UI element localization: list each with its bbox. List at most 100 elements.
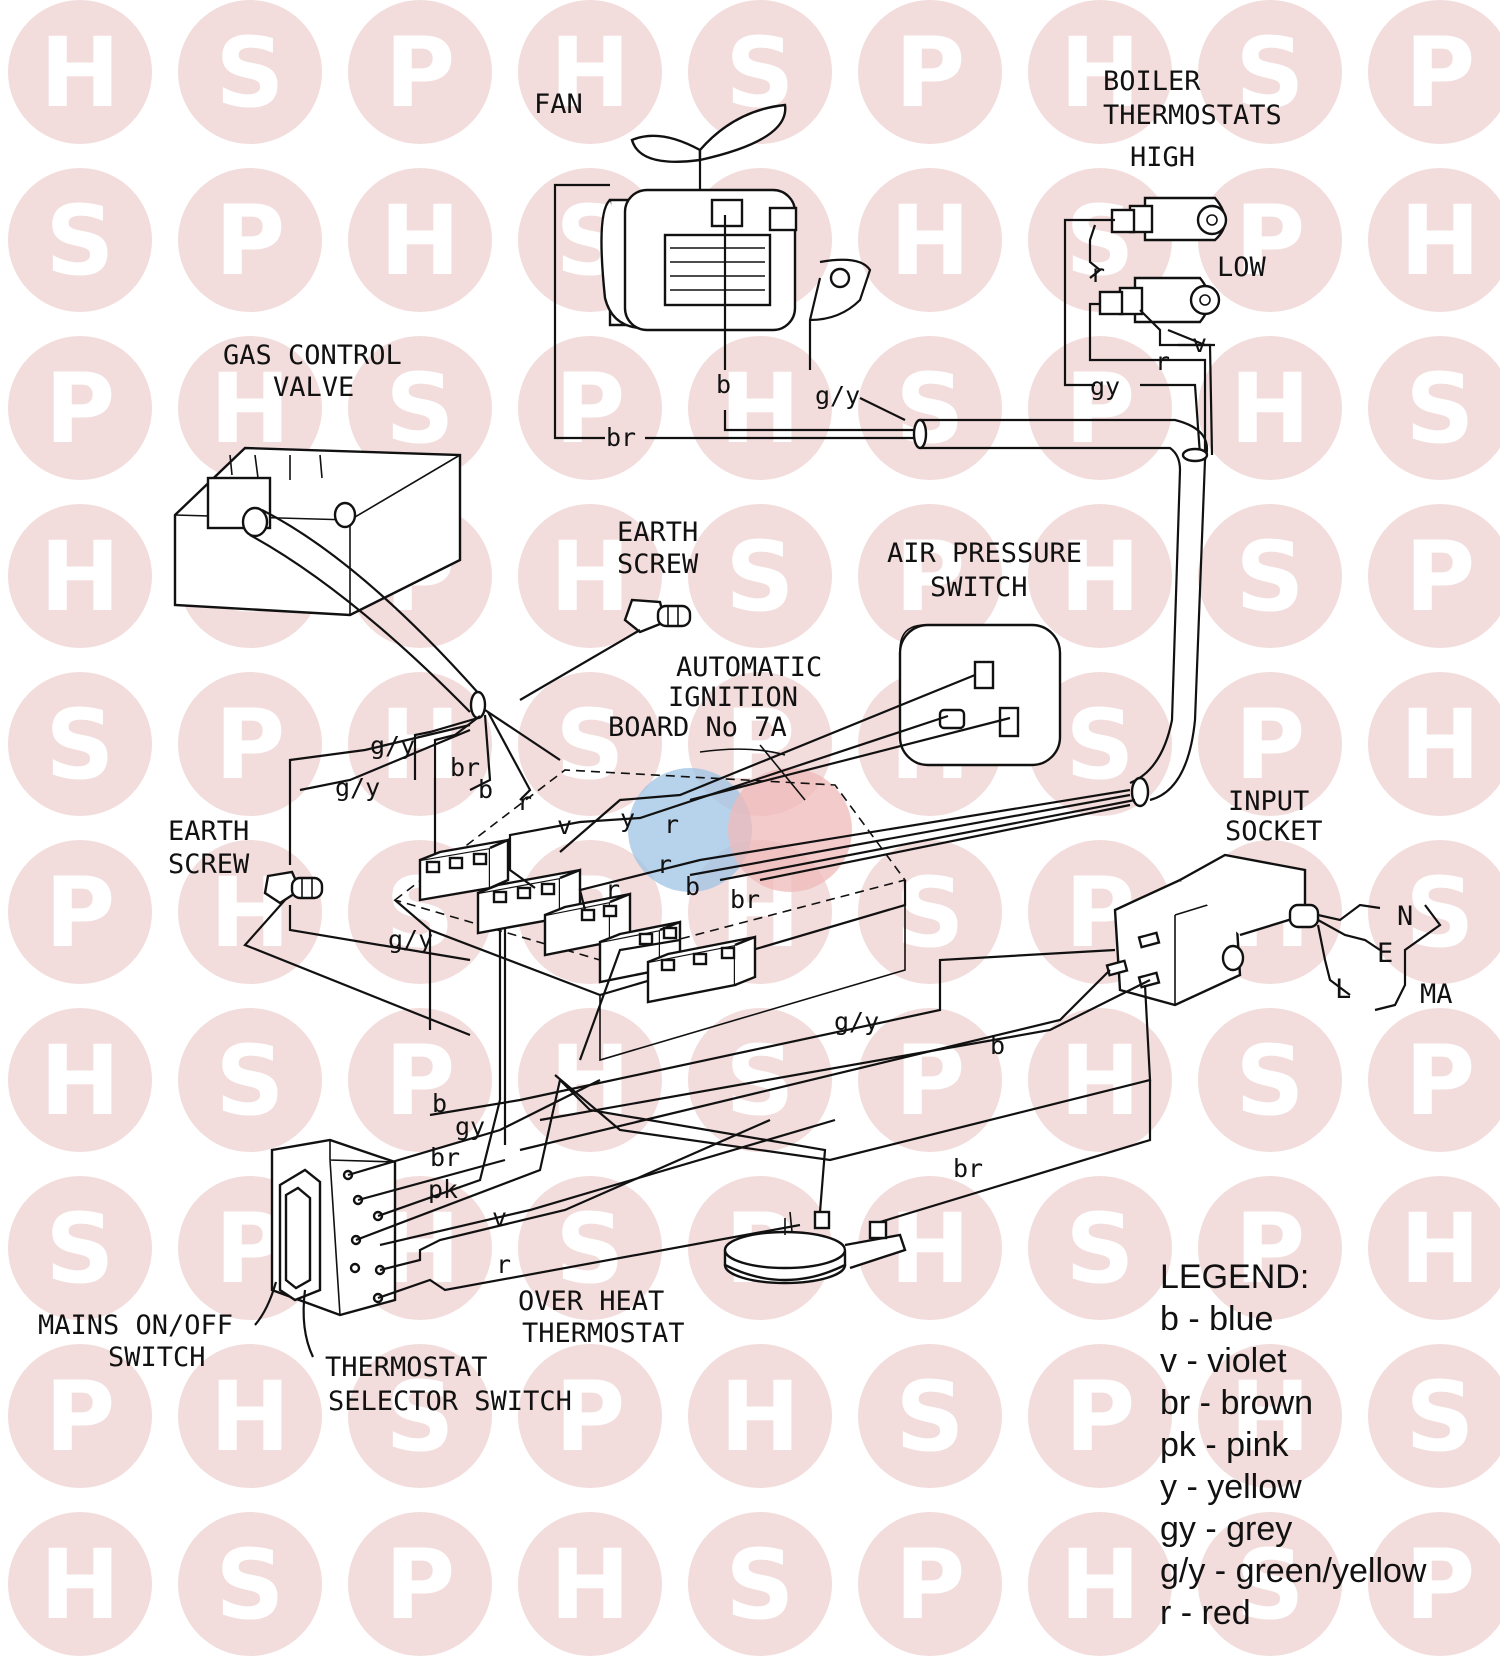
watermark-letter: S (215, 17, 284, 129)
watermark-circle (8, 672, 152, 816)
watermark-circle (1198, 1512, 1342, 1656)
watermark-letter: S (1405, 857, 1474, 969)
watermark-circle (1368, 1512, 1500, 1656)
wire-harness (912, 418, 1209, 808)
watermark-circle (178, 672, 322, 816)
thermostat-high-label: HIGH (1130, 142, 1195, 173)
watermark-circle (1368, 1344, 1500, 1488)
wire-label-gy: g/y (815, 381, 860, 410)
watermark-letter: S (725, 521, 794, 633)
wire-label-b: b (990, 1031, 1005, 1060)
boiler-thermostat-low (1098, 276, 1221, 324)
watermark-letter: S (1065, 185, 1134, 297)
watermark-letter: H (1400, 1193, 1480, 1305)
ignition-board-label-2: IGNITION (668, 682, 798, 713)
legend-item: br - brown (1160, 1384, 1313, 1422)
mains-n-label: N (1397, 901, 1413, 932)
legend-title: LEGEND: (1160, 1258, 1309, 1296)
watermark-letter: P (45, 353, 115, 465)
over-heat-thermostat (559, 1079, 1152, 1285)
watermark-circle (8, 1008, 152, 1152)
watermark-circle (1028, 1344, 1172, 1488)
watermark-circle (178, 336, 322, 480)
wire-label-r: r (1090, 259, 1105, 288)
watermark-letter: S (1405, 1361, 1474, 1473)
watermark-letter: H (1060, 521, 1140, 633)
wire-label-r: r (664, 810, 679, 839)
watermark-circle (178, 168, 322, 312)
watermark-letter: P (45, 857, 115, 969)
watermark-letter: H (550, 17, 630, 129)
watermark-letter: S (385, 1361, 454, 1473)
selector-switch-label-2: SELECTOR SWITCH (328, 1386, 572, 1417)
watermark-letter: P (1405, 1529, 1475, 1641)
legend-item: pk - pink (1160, 1426, 1289, 1464)
watermark-circle (1368, 840, 1500, 984)
watermark-letter: S (215, 1025, 284, 1137)
wire-label-gy: g/y (370, 731, 415, 760)
watermark-letter: H (1400, 185, 1480, 297)
watermark-letter: S (215, 1529, 284, 1641)
watermark-letter: P (1405, 17, 1475, 129)
watermark-circle (1368, 0, 1500, 144)
watermark-letter: S (895, 857, 964, 969)
wire-label-v: v (492, 1203, 507, 1232)
mains-switch-panel (270, 1138, 397, 1317)
watermark-circle (518, 1512, 662, 1656)
gas-control-valve (173, 446, 462, 617)
watermark-letter: H (720, 353, 800, 465)
watermark-circle (8, 336, 152, 480)
valve-cable-end (469, 690, 487, 720)
wire-label-b: b (716, 370, 731, 399)
watermark-circle (1198, 1344, 1342, 1488)
watermark-letter: P (45, 1361, 115, 1473)
input-socket-label-1: INPUT (1228, 786, 1309, 817)
watermark-letter: P (895, 17, 965, 129)
watermark-letter: H (1060, 17, 1140, 129)
watermark-circle (858, 168, 1002, 312)
watermark-letter: H (210, 1361, 290, 1473)
watermark-circle (8, 1344, 152, 1488)
earth-screw-top-label-2: SCREW (617, 549, 699, 580)
watermark-letter: S (1235, 521, 1304, 633)
watermark-letter: P (1405, 521, 1475, 633)
watermark-circle (1368, 336, 1500, 480)
watermark-letter: P (215, 689, 285, 801)
watermark-circle (1368, 1176, 1500, 1320)
wire-label-br: br (606, 423, 636, 452)
watermark-letter: H (380, 185, 460, 297)
wire-label-pk: pk (428, 1175, 458, 1204)
earth-screw-top (519, 598, 692, 701)
air-pressure-switch-label-2: SWITCH (930, 572, 1028, 603)
wire-label-r: r (1155, 347, 1170, 376)
watermark-letter: H (550, 1529, 630, 1641)
watermark-letter: S (385, 353, 454, 465)
watermark-circle (348, 336, 492, 480)
watermark-letter: H (1230, 353, 1310, 465)
wire-label-y: y (620, 804, 635, 833)
watermark-letter: S (725, 1529, 794, 1641)
watermark-letter: S (1065, 689, 1134, 801)
watermark-letter: S (895, 353, 964, 465)
watermark-letter: S (45, 185, 114, 297)
wire-label-gy: g/y (834, 1007, 879, 1036)
watermark-circle (178, 1512, 322, 1656)
switch-wires (347, 1079, 836, 1300)
watermark-circle (178, 0, 322, 144)
watermark-letter: S (1235, 1529, 1304, 1641)
legend-item: b - blue (1160, 1300, 1273, 1338)
wire-label-b: b (432, 1089, 447, 1118)
watermark-circle (1198, 0, 1342, 144)
watermark-letter: S (1235, 1025, 1304, 1137)
wire-label-b: b (685, 872, 700, 901)
watermark-circle (8, 0, 152, 144)
wire-label-b: b (478, 775, 493, 804)
watermark-circle (518, 0, 662, 144)
thermostat-low-label: LOW (1217, 252, 1267, 283)
watermark-circle (8, 840, 152, 984)
watermark-letter: H (1060, 1529, 1140, 1641)
gas-control-valve-label-2: VALVE (273, 372, 354, 403)
watermark-circle (858, 504, 1002, 648)
watermark-circle (858, 1512, 1002, 1656)
